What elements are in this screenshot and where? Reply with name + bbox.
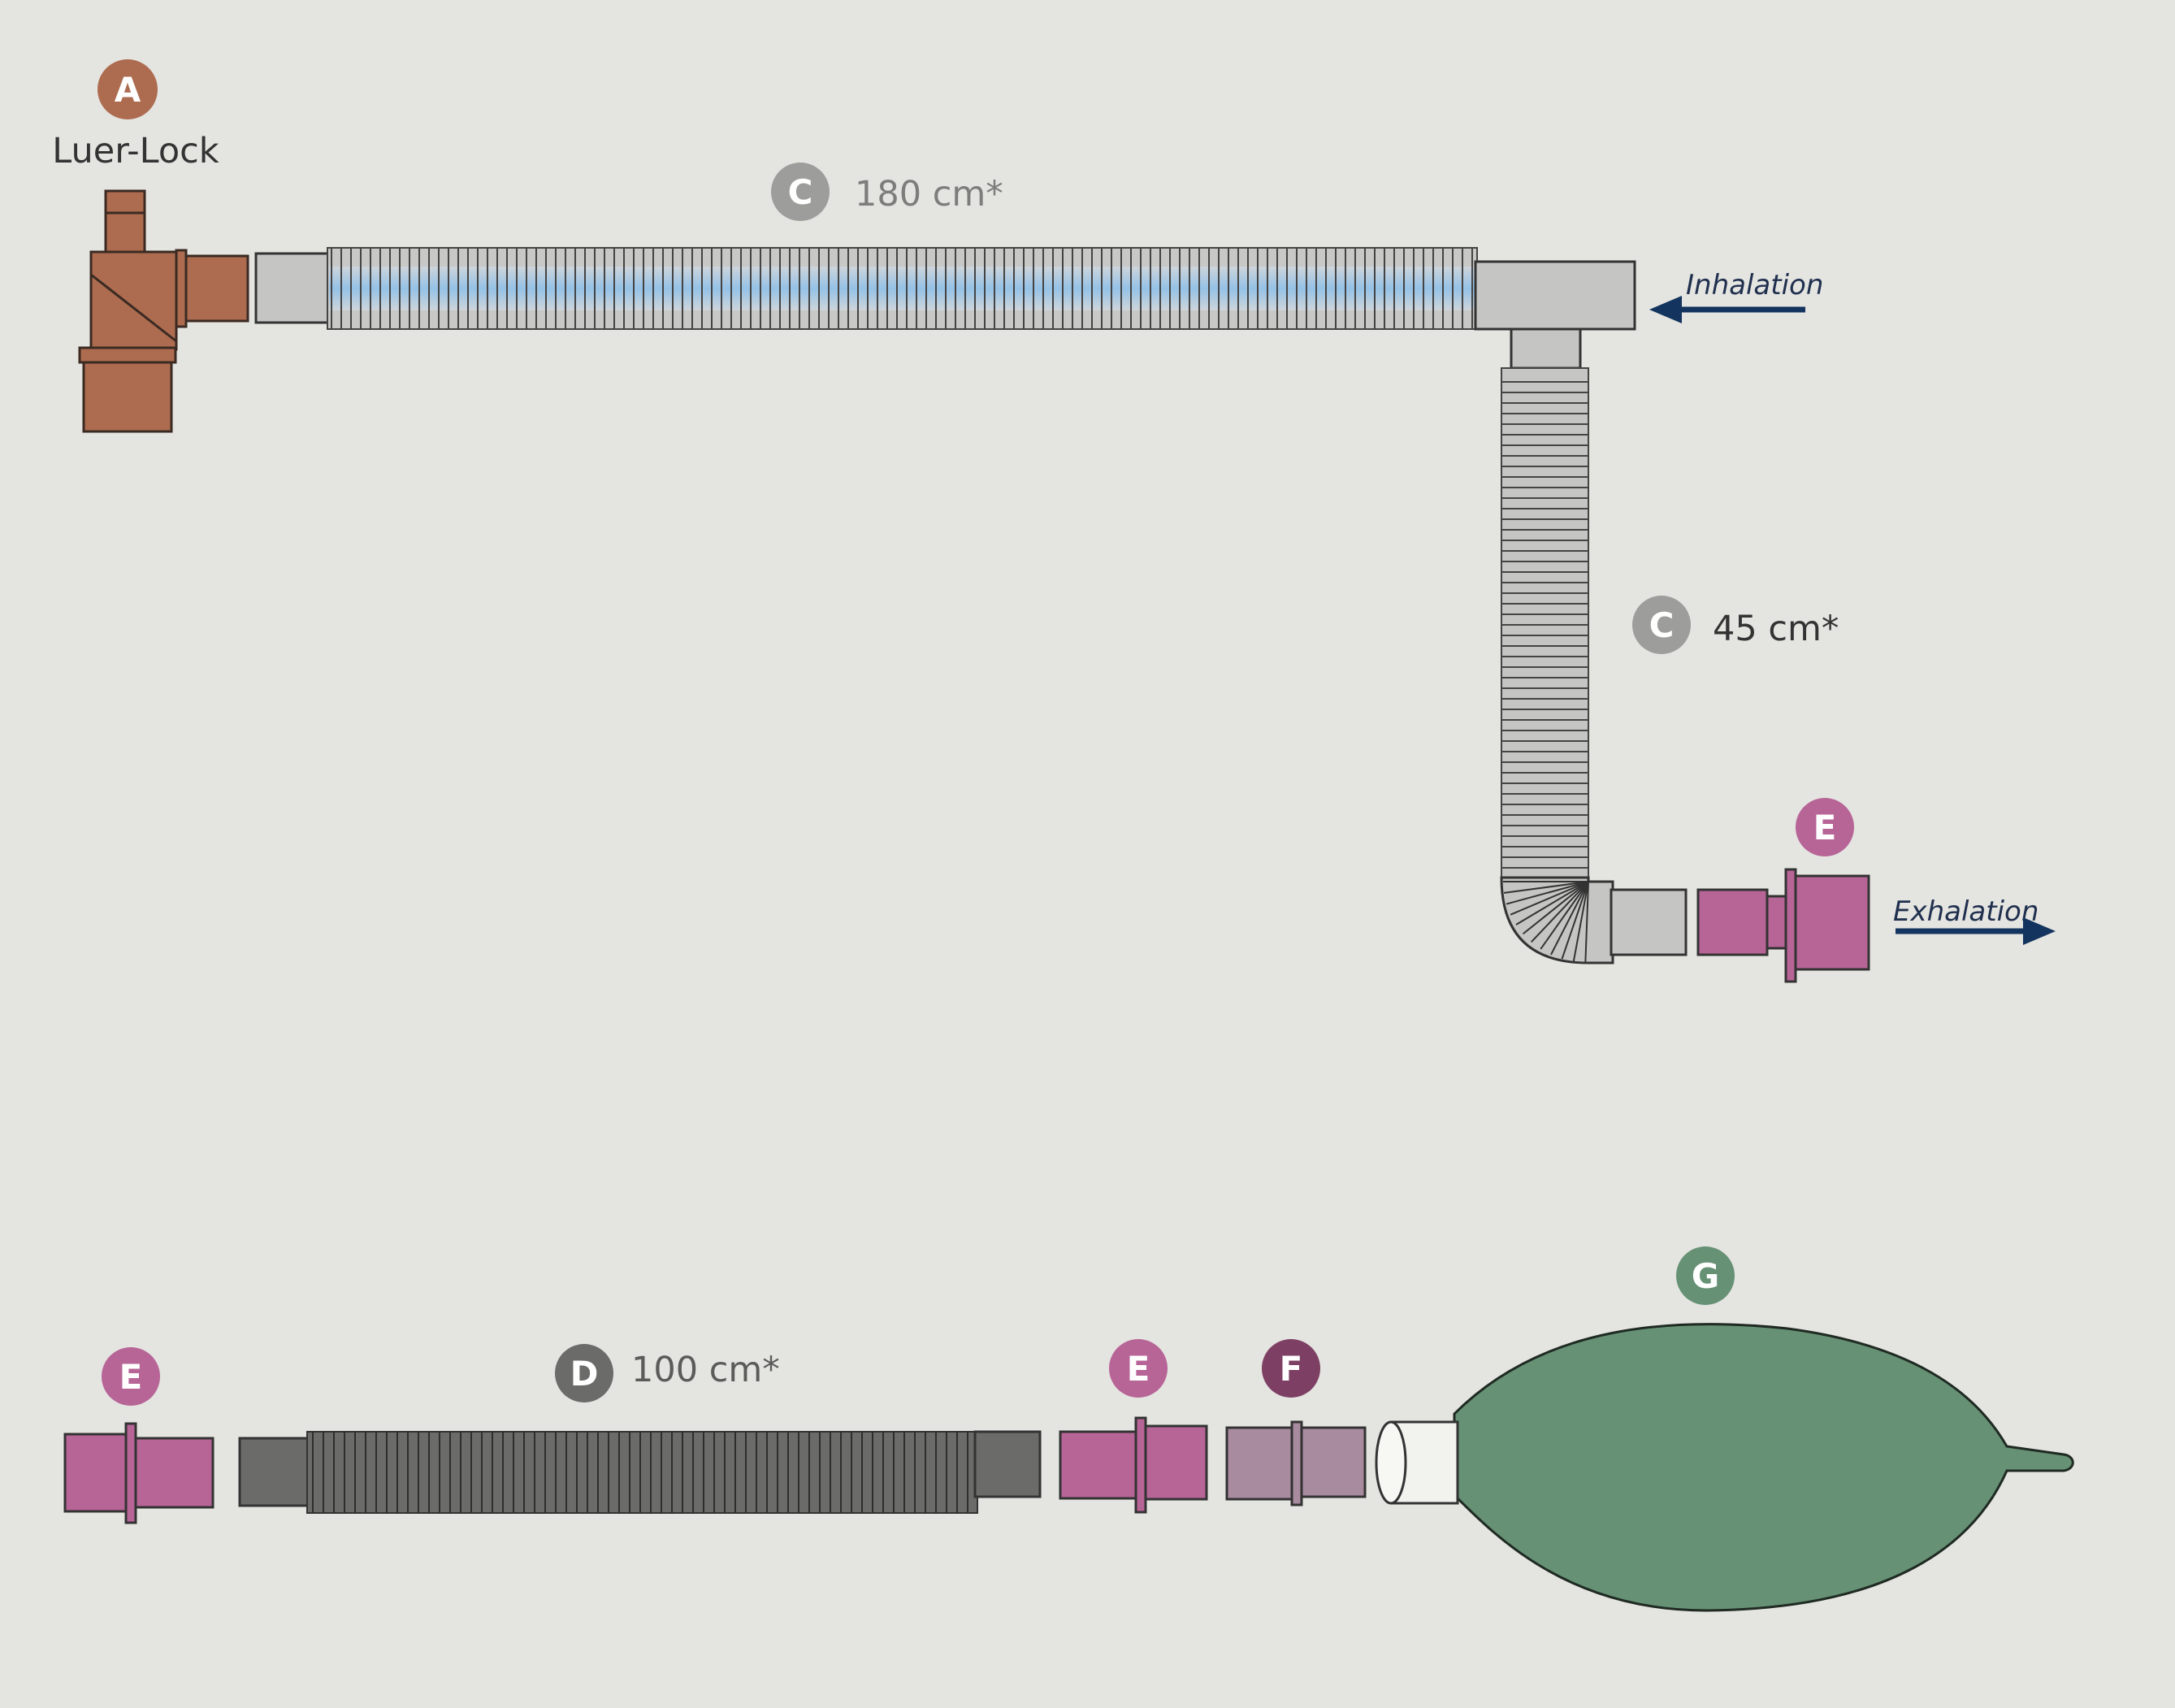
badge-a [97, 59, 158, 119]
elbow-rib [1572, 881, 1589, 962]
part-a-luer-lock-elbow: A Luer-Lock [52, 59, 249, 433]
t-piece-stem [1510, 327, 1582, 370]
exhalation-indicator: Exhalation [1893, 895, 2056, 945]
t-piece [1474, 260, 1636, 331]
part-e-middle-connector: E [1059, 1339, 1208, 1514]
d-tube-ribs [312, 1432, 968, 1513]
elbow-rib [1515, 881, 1589, 926]
badge-f [1262, 1339, 1320, 1398]
d-length-label: 100 cm* [631, 1350, 780, 1390]
elbow-rib [1506, 881, 1589, 905]
part-g-reservoir-bag: G [1375, 1246, 2074, 1612]
badge-c-short-letter: C [1649, 605, 1675, 645]
elbow-rib [1561, 881, 1589, 960]
badge-e-top-letter: E [1813, 808, 1837, 847]
elbow-rib [1540, 881, 1589, 950]
elbow-side-port [175, 254, 249, 323]
c-short-tube-ribs [1501, 381, 1588, 869]
part-f-connector: F [1225, 1339, 1367, 1506]
elbow-rib [1510, 881, 1589, 916]
part-c-short-tube: C 45 cm* [1500, 367, 1839, 965]
badge-d [555, 1344, 613, 1402]
luer-lock-label: Luer-Lock [52, 131, 219, 171]
c-short-end-cuff [1610, 888, 1688, 956]
badge-d-letter: D [570, 1354, 599, 1394]
part-e-exhalation-connector: E [1696, 798, 1870, 983]
badge-a-letter: A [115, 70, 141, 110]
inhalation-arrow-head [1649, 296, 1682, 323]
elbow-rib [1522, 881, 1589, 935]
elbow-base [78, 346, 177, 364]
exhalation-label: Exhalation [1893, 895, 2039, 928]
c-long-blue-core [329, 267, 1475, 310]
d-left-cuff [238, 1437, 310, 1507]
badge-e-middle [1109, 1339, 1168, 1398]
badge-e-left-letter: E [119, 1357, 143, 1397]
c-short-length-label: 45 cm* [1713, 609, 1839, 649]
inhalation-indicator: Inhalation [1649, 269, 1823, 323]
elbow-rib [1503, 881, 1589, 894]
elbow-body [89, 250, 178, 351]
c-long-length-label: 180 cm* [855, 174, 1003, 215]
exhalation-arrow-head [2023, 917, 2056, 945]
badge-c-long-letter: C [788, 172, 813, 212]
elbow-rib [1531, 881, 1589, 943]
part-e-left-connector: E [63, 1347, 214, 1524]
badge-g [1676, 1246, 1735, 1305]
bag-neck-opening [1375, 1420, 1407, 1505]
inhalation-label: Inhalation [1686, 269, 1823, 301]
part-c-long-tube: C 180 cm* [254, 163, 1636, 370]
c-short-elbow-ribs [1503, 881, 1589, 963]
part-d-tube: D 100 cm* [238, 1344, 1042, 1514]
badge-c-short [1632, 596, 1691, 654]
c-long-tube-ribs [331, 248, 1473, 329]
badge-e-middle-letter: E [1127, 1349, 1150, 1389]
elbow-bottom [82, 361, 173, 433]
bag-body [1453, 1323, 2074, 1612]
c-long-left-cuff [254, 252, 331, 324]
d-right-cuff [973, 1430, 1042, 1498]
luer-port [104, 189, 146, 254]
elbow-rib [1584, 881, 1589, 963]
elbow-rib [1550, 881, 1589, 956]
badge-f-letter: F [1280, 1349, 1303, 1389]
badge-c-long [771, 163, 830, 221]
badge-e-left [102, 1347, 160, 1406]
badge-g-letter: G [1692, 1256, 1719, 1296]
badge-e-top [1796, 798, 1854, 856]
